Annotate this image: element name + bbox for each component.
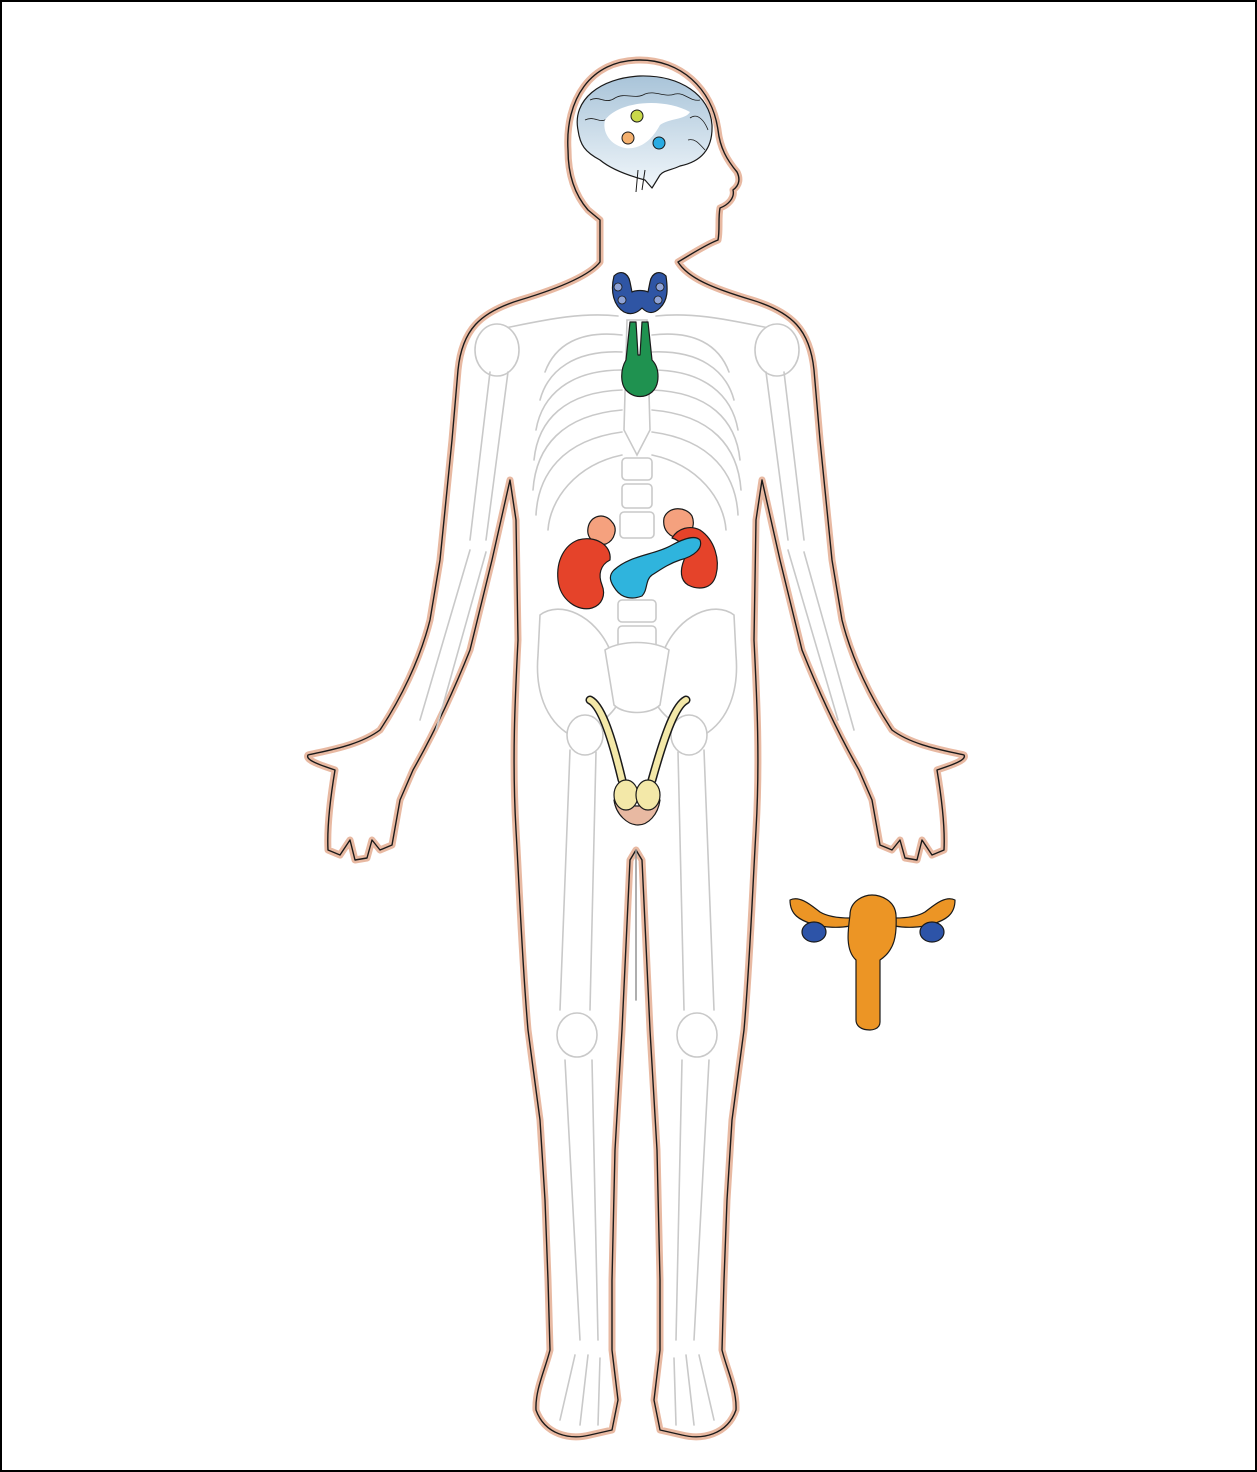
pituitary-gland: [653, 137, 665, 149]
left-hip-joint: [567, 715, 603, 755]
vertebra: [622, 458, 652, 480]
ovary-icon: [802, 922, 826, 942]
hypothalamus: [622, 132, 634, 144]
left-kneecap: [557, 1013, 597, 1057]
testes-icon: [636, 780, 660, 810]
ovary-icon: [920, 922, 944, 942]
parathyroid-gland: [614, 283, 622, 291]
testes-icon: [614, 780, 638, 810]
parathyroid-gland: [654, 296, 662, 304]
vertebra: [618, 600, 656, 622]
left-shoulder-joint: [475, 324, 519, 376]
pineal-gland: [631, 110, 643, 122]
parathyroid-gland: [656, 283, 664, 291]
vertebra: [620, 512, 654, 538]
vertebra: [622, 484, 652, 508]
sacrum: [605, 643, 669, 713]
right-kneecap: [677, 1013, 717, 1057]
parathyroid-gland: [618, 296, 626, 304]
right-shoulder-joint: [755, 324, 799, 376]
